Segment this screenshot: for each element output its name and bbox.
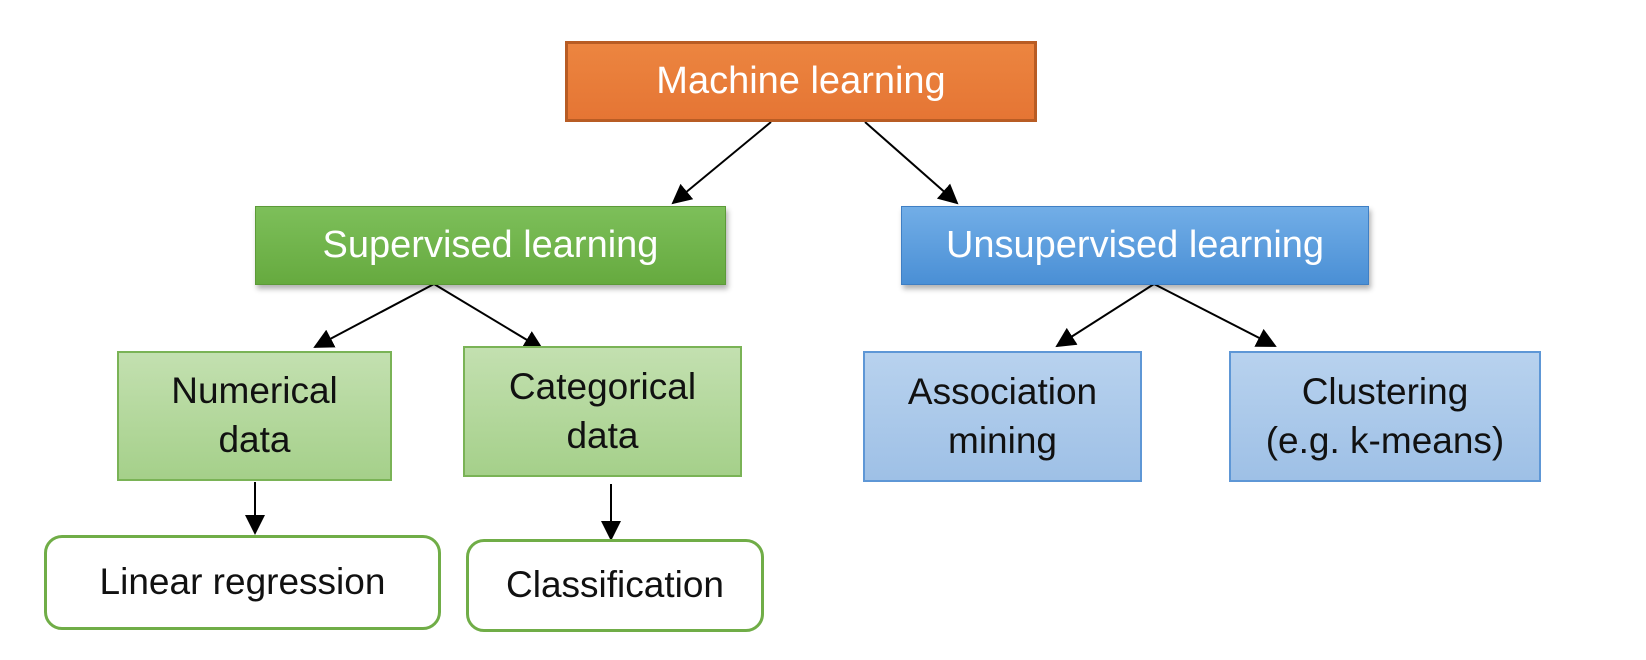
clustering-node: Clustering (e.g. k-means) [1229, 351, 1541, 482]
arrow-unsupervised-to-association [1055, 283, 1155, 348]
arrow-supervised-to-numerical [313, 283, 435, 348]
arrow-root-to-supervised [671, 121, 772, 205]
numerical-data-node: Numerical data [117, 351, 392, 481]
supervised-learning-label: Supervised learning [322, 224, 659, 267]
machine-learning-node: Machine learning [565, 41, 1037, 122]
arrow-unsupervised-to-clustering [1153, 283, 1277, 347]
classification-node: Classification [466, 539, 764, 632]
arrow-root-to-unsupervised [864, 121, 959, 205]
linear-regression-node: Linear regression [44, 535, 441, 630]
association-mining-label: Association mining [907, 370, 1098, 461]
classification-label: Classification [506, 564, 724, 606]
clustering-label: Clustering (e.g. k-means) [1265, 370, 1505, 461]
linear-regression-label: Linear regression [99, 561, 386, 603]
categorical-data-label: Categorical data [508, 365, 697, 456]
association-mining-node: Association mining [863, 351, 1142, 482]
unsupervised-learning-node: Unsupervised learning [901, 206, 1369, 285]
machine-learning-label: Machine learning [656, 60, 946, 103]
unsupervised-learning-label: Unsupervised learning [945, 224, 1325, 267]
numerical-data-label: Numerical data [171, 370, 338, 460]
categorical-data-node: Categorical data [463, 346, 742, 477]
supervised-learning-node: Supervised learning [255, 206, 726, 285]
arrow-supervised-to-categorical [433, 283, 544, 351]
